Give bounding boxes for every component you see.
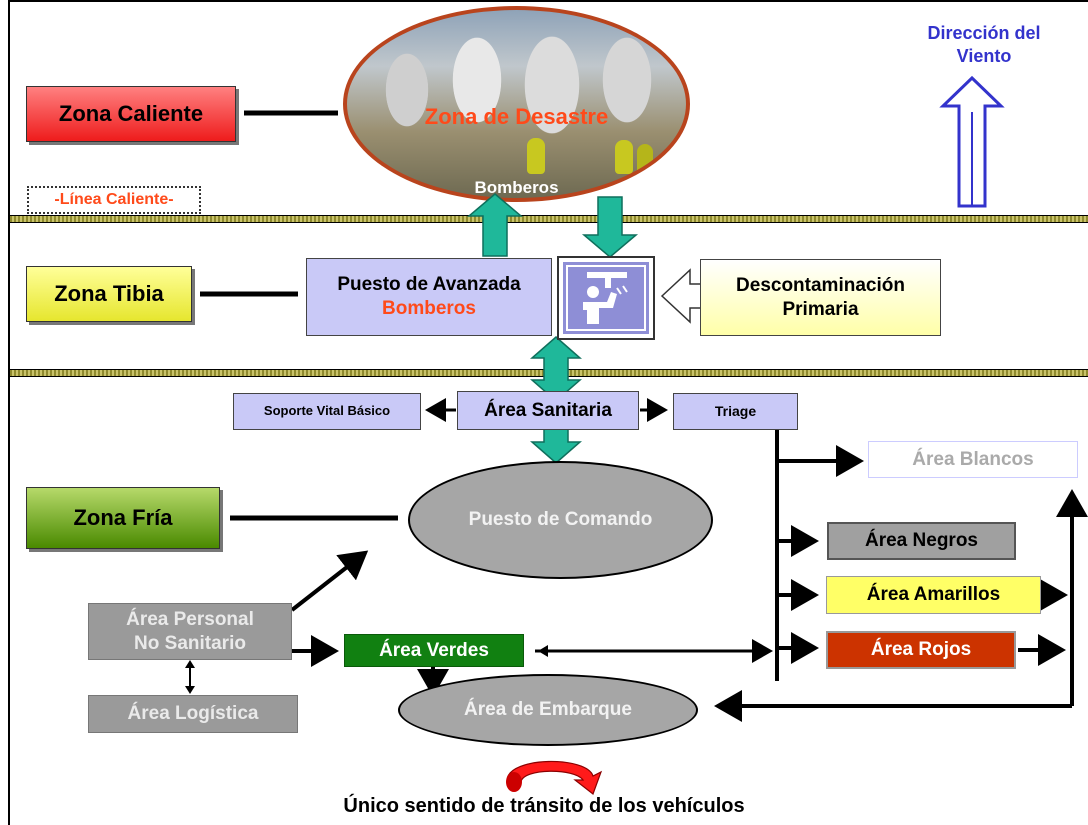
zona-caliente-label: Zona Caliente — [26, 86, 236, 142]
descontaminacion-primaria-box: Descontaminación Primaria — [700, 259, 941, 336]
area-amarillos-box: Área Amarillos — [826, 576, 1041, 614]
wind-direction-line1: Dirección del — [927, 23, 1041, 43]
area-rojos-box: Área Rojos — [826, 631, 1016, 669]
decontamination-shower-icon — [563, 262, 649, 334]
wind-arrow-icon — [939, 75, 1005, 208]
area-blancos-box: Área Blancos — [868, 441, 1078, 478]
triage-box: Triage — [673, 393, 798, 430]
wind-direction-label: Dirección del Viento — [894, 22, 1074, 67]
area-sanitaria-box: Área Sanitaria — [457, 391, 639, 430]
diagram-frame — [8, 0, 1088, 825]
wind-direction-line2: Viento — [956, 45, 1012, 66]
linea-caliente-label: -Línea Caliente- — [27, 186, 201, 214]
hazmat-worker-figure — [615, 140, 633, 174]
disaster-firefighters-label: Bomberos — [474, 178, 559, 197]
hot-line-band — [10, 215, 1088, 223]
area-personal-line2: No Sanitario — [134, 632, 246, 654]
teal-arrow-down-icon — [581, 196, 639, 258]
puesto-de-avanzada-box: Puesto de Avanzada Bomberos — [306, 258, 552, 336]
disaster-zone-ellipse: Zona de Desastre Bomberos — [343, 6, 690, 202]
area-verdes-box: Área Verdes — [344, 634, 524, 667]
disaster-zone-title: Zona de Desastre — [424, 104, 609, 129]
area-logistica-box: Área Logística — [88, 695, 298, 733]
area-de-embarque-ellipse: Área de Embarque — [398, 674, 698, 746]
hazmat-worker-figure — [637, 144, 653, 174]
decontamination-icon-box — [557, 256, 655, 340]
zona-tibia-label: Zona Tibia — [26, 266, 192, 322]
soporte-vital-basico-box: Soporte Vital Básico — [233, 393, 421, 430]
teal-arrow-up-icon — [466, 193, 524, 257]
descontaminacion-line2: Primaria — [782, 298, 859, 320]
circular-arrow-icon — [506, 760, 603, 795]
area-personal-line1: Área Personal — [126, 608, 254, 630]
zona-fria-label: Zona Fría — [26, 487, 220, 549]
hazmat-worker-figure — [527, 138, 545, 174]
area-personal-no-sanitario-box: Área Personal No Sanitario — [88, 603, 292, 660]
puesto-de-avanzada-firefighters: Bomberos — [382, 298, 476, 319]
puesto-de-comando-ellipse: Puesto de Comando — [408, 461, 713, 579]
footer-caption: Único sentido de tránsito de los vehícul… — [343, 795, 745, 817]
descontaminacion-line1: Descontaminación — [736, 274, 905, 296]
puesto-de-avanzada-title: Puesto de Avanzada — [337, 274, 521, 296]
area-negros-box: Área Negros — [827, 522, 1016, 560]
